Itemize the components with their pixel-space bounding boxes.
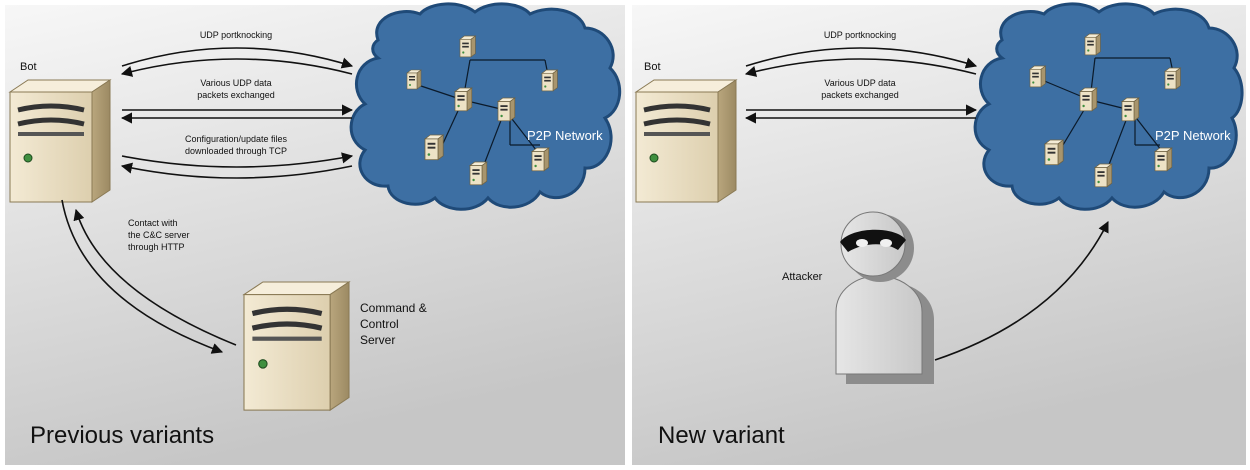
contact-label-1: Contact with <box>128 218 178 228</box>
config-label-2: downloaded through TCP <box>185 146 287 156</box>
cc-server-label-2: Control <box>360 317 399 331</box>
contact-label-2: the C&C server <box>128 230 190 240</box>
attacker-icon <box>835 211 934 384</box>
panel-divider <box>625 0 632 470</box>
udp-data-label-2: packets exchanged <box>197 90 275 100</box>
contact-label-3: through HTTP <box>128 242 185 252</box>
p2p-network-label-right: P2P Network <box>1155 128 1231 143</box>
cc-contact-arrows <box>61 199 237 354</box>
cc-server-label-3: Server <box>360 333 395 347</box>
attacker-label: Attacker <box>782 271 823 283</box>
attacker-to-p2p-arrow <box>934 220 1109 361</box>
config-label-1: Configuration/update files <box>185 134 288 144</box>
config-download-arrows <box>120 152 354 179</box>
bot-label: Bot <box>20 61 37 73</box>
udp-portknocking-arrows-right <box>744 47 978 77</box>
udp-portknocking-label-right: UDP portknocking <box>824 30 896 40</box>
udp-data-arrows <box>120 104 354 124</box>
udp-portknocking-arrows <box>120 47 354 77</box>
bot-label-right: Bot <box>644 61 661 73</box>
p2p-network-cloud-right: P2P Network <box>973 2 1244 211</box>
udp-data-label-right-1: Various UDP data <box>824 78 895 88</box>
p2p-network-cloud: P2P Network <box>349 2 622 211</box>
udp-data-label-right-2: packets exchanged <box>821 90 899 100</box>
udp-portknocking-label: UDP portknocking <box>200 30 272 40</box>
udp-data-arrows-right <box>744 104 978 124</box>
udp-data-label-1: Various UDP data <box>200 78 271 88</box>
new-variant-caption: New variant <box>658 422 785 449</box>
previous-variants-caption: Previous variants <box>30 422 214 449</box>
bot-server-icon <box>10 80 110 202</box>
bot-server-icon-right <box>636 80 736 202</box>
cc-server-icon <box>244 282 349 410</box>
right-panel: P2P Network Bot UDP portknocking Various… <box>632 2 1246 465</box>
left-panel: P2P Network Bot UDP portknocking Various… <box>5 2 625 465</box>
cc-server-label-1: Command & <box>360 301 427 315</box>
p2p-network-label: P2P Network <box>527 128 603 143</box>
